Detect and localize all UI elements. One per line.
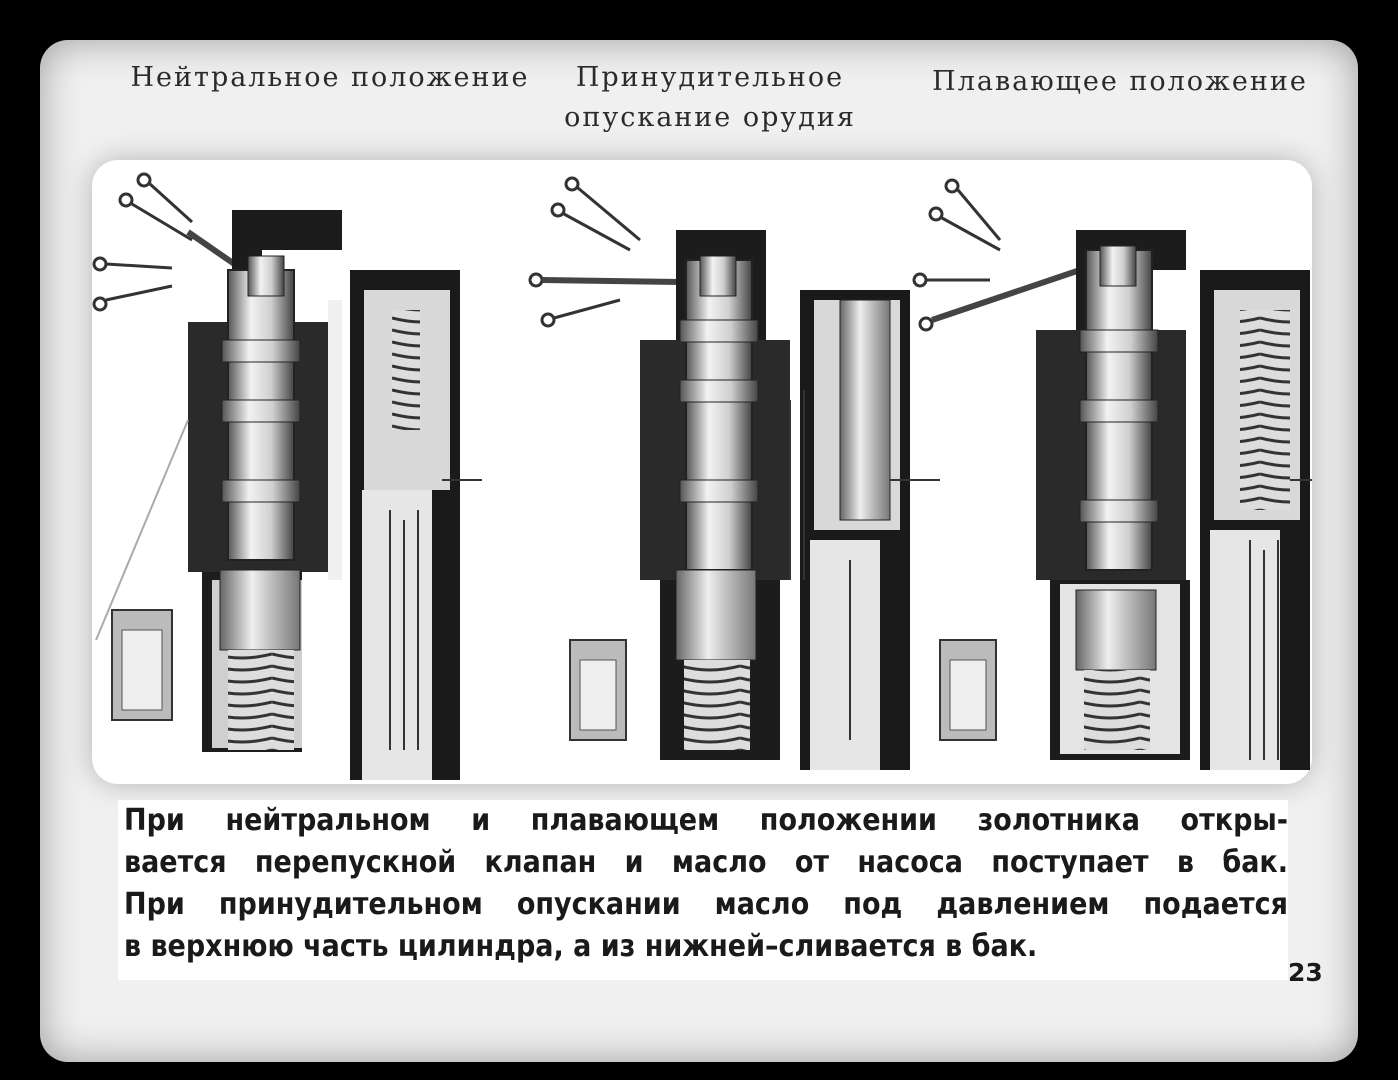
unit-forced-lowering	[528, 176, 940, 770]
lever-positions	[528, 176, 681, 328]
heading-forced-line2: опускание орудия	[564, 102, 856, 133]
caption-line-2: вается перепускной клапан и масло от нас…	[124, 845, 1288, 880]
illustration-panel	[92, 160, 1312, 784]
heading-neutral-position: Нейтральное положение	[130, 62, 530, 93]
oil-tank	[939, 639, 997, 741]
distributor-diagrams	[92, 172, 1312, 780]
flow-arrows	[1249, 479, 1312, 760]
lever-positions	[912, 178, 1081, 332]
slide-card: Нейтральное положение Принудительное опу…	[40, 40, 1358, 1062]
caption-line-1: При нейтральном и плавающем положении зо…	[124, 803, 1288, 838]
oil-tank	[95, 419, 189, 721]
caption-text: При нейтральном и плавающем положении зо…	[118, 800, 1288, 980]
unit-floating	[912, 178, 1312, 770]
flow-arrows	[389, 479, 482, 750]
heading-forced-line1: Принудительное	[575, 62, 845, 93]
flow-arrows	[789, 390, 940, 740]
heading-floating-position: Плавающее положение	[932, 66, 1308, 97]
caption-line-3: При принудительном опускании масло под д…	[124, 887, 1288, 922]
heading-forced-lowering: Принудительное опускание орудия	[560, 58, 860, 138]
unit-neutral	[92, 172, 482, 780]
oil-tank	[569, 639, 627, 741]
page-number: 23	[1288, 958, 1323, 987]
caption-line-4: в верхнюю часть цилиндра, а из нижней–сл…	[124, 929, 1038, 964]
